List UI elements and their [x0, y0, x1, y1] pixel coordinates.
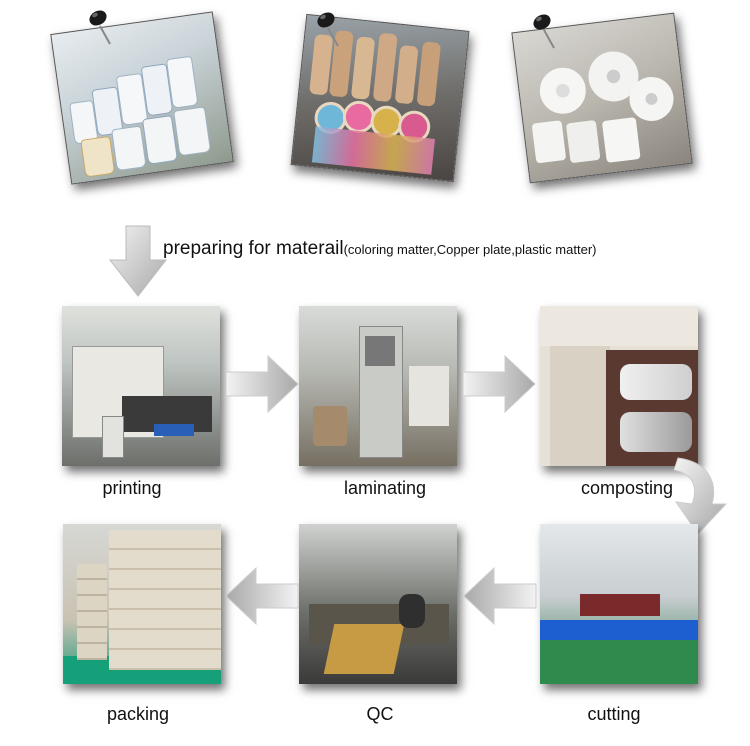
- printing-photo: [62, 306, 220, 466]
- arrow-curve-down-icon: [673, 457, 728, 535]
- cutting-photo: [540, 524, 698, 684]
- coloring-matter-photo: [50, 11, 234, 185]
- pushpin-icon: [533, 14, 555, 49]
- heading-main: preparing for materail: [163, 238, 344, 259]
- pushpin-icon: [89, 10, 111, 45]
- composting-photo: [540, 306, 698, 466]
- laminating-label: laminating: [343, 478, 427, 498]
- arrow-left-icon: [463, 566, 537, 626]
- arrow-down-icon: [108, 225, 168, 297]
- laminating-photo: [299, 306, 457, 466]
- packing-label: packing: [106, 704, 170, 724]
- printing-label: printing: [102, 478, 162, 498]
- arrow-right-icon: [225, 354, 299, 414]
- heading-sub: (coloring matter,Copper plate,plastic ma…: [343, 242, 597, 257]
- materials-heading: preparing for materail(coloring matter,C…: [163, 238, 596, 260]
- qc-photo: [299, 524, 457, 684]
- qc-label: QC: [366, 704, 394, 724]
- packing-photo: [63, 524, 221, 684]
- composting-label: composting: [580, 478, 674, 498]
- cutting-label: cutting: [587, 704, 641, 724]
- pushpin-icon: [317, 12, 339, 47]
- arrow-left-icon: [225, 566, 299, 626]
- arrow-right-icon: [462, 354, 536, 414]
